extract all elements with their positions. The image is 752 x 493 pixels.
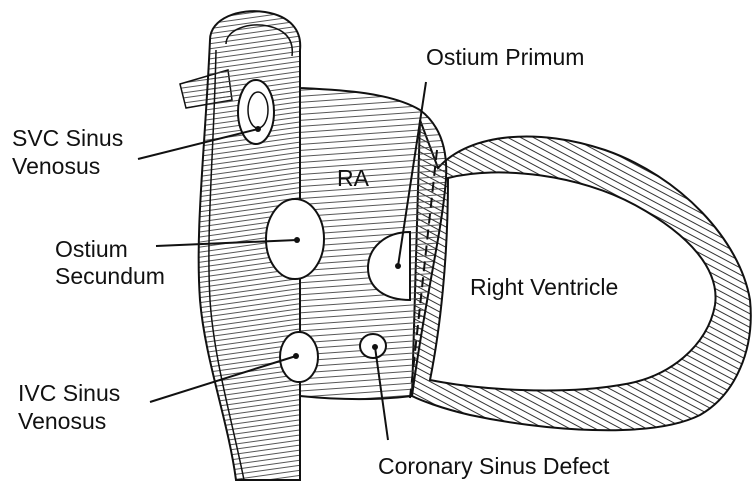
coronary-sinus-defect bbox=[360, 334, 386, 358]
label-svc-sinus-venosus-line2: Venosus bbox=[12, 153, 100, 179]
label-ostium-secundum-line2: Secundum bbox=[55, 263, 165, 289]
ivc-sinus-venosus-defect bbox=[280, 332, 318, 382]
label-svc-sinus-venosus-line1: SVC Sinus bbox=[12, 125, 123, 151]
svc-sinus-venosus-defect bbox=[238, 80, 274, 144]
label-ra: RA bbox=[337, 165, 369, 191]
label-right-ventricle: Right Ventricle bbox=[470, 274, 618, 300]
ostium-secundum-defect bbox=[266, 199, 324, 279]
label-ivc-sinus-venosus-line2: Venosus bbox=[18, 408, 106, 434]
label-coronary-sinus-defect: Coronary Sinus Defect bbox=[378, 453, 609, 479]
label-ivc-sinus-venosus-line1: IVC Sinus bbox=[18, 380, 120, 406]
label-ostium-primum: Ostium Primum bbox=[426, 44, 584, 70]
label-ostium-secundum-line1: Ostium bbox=[55, 236, 128, 262]
